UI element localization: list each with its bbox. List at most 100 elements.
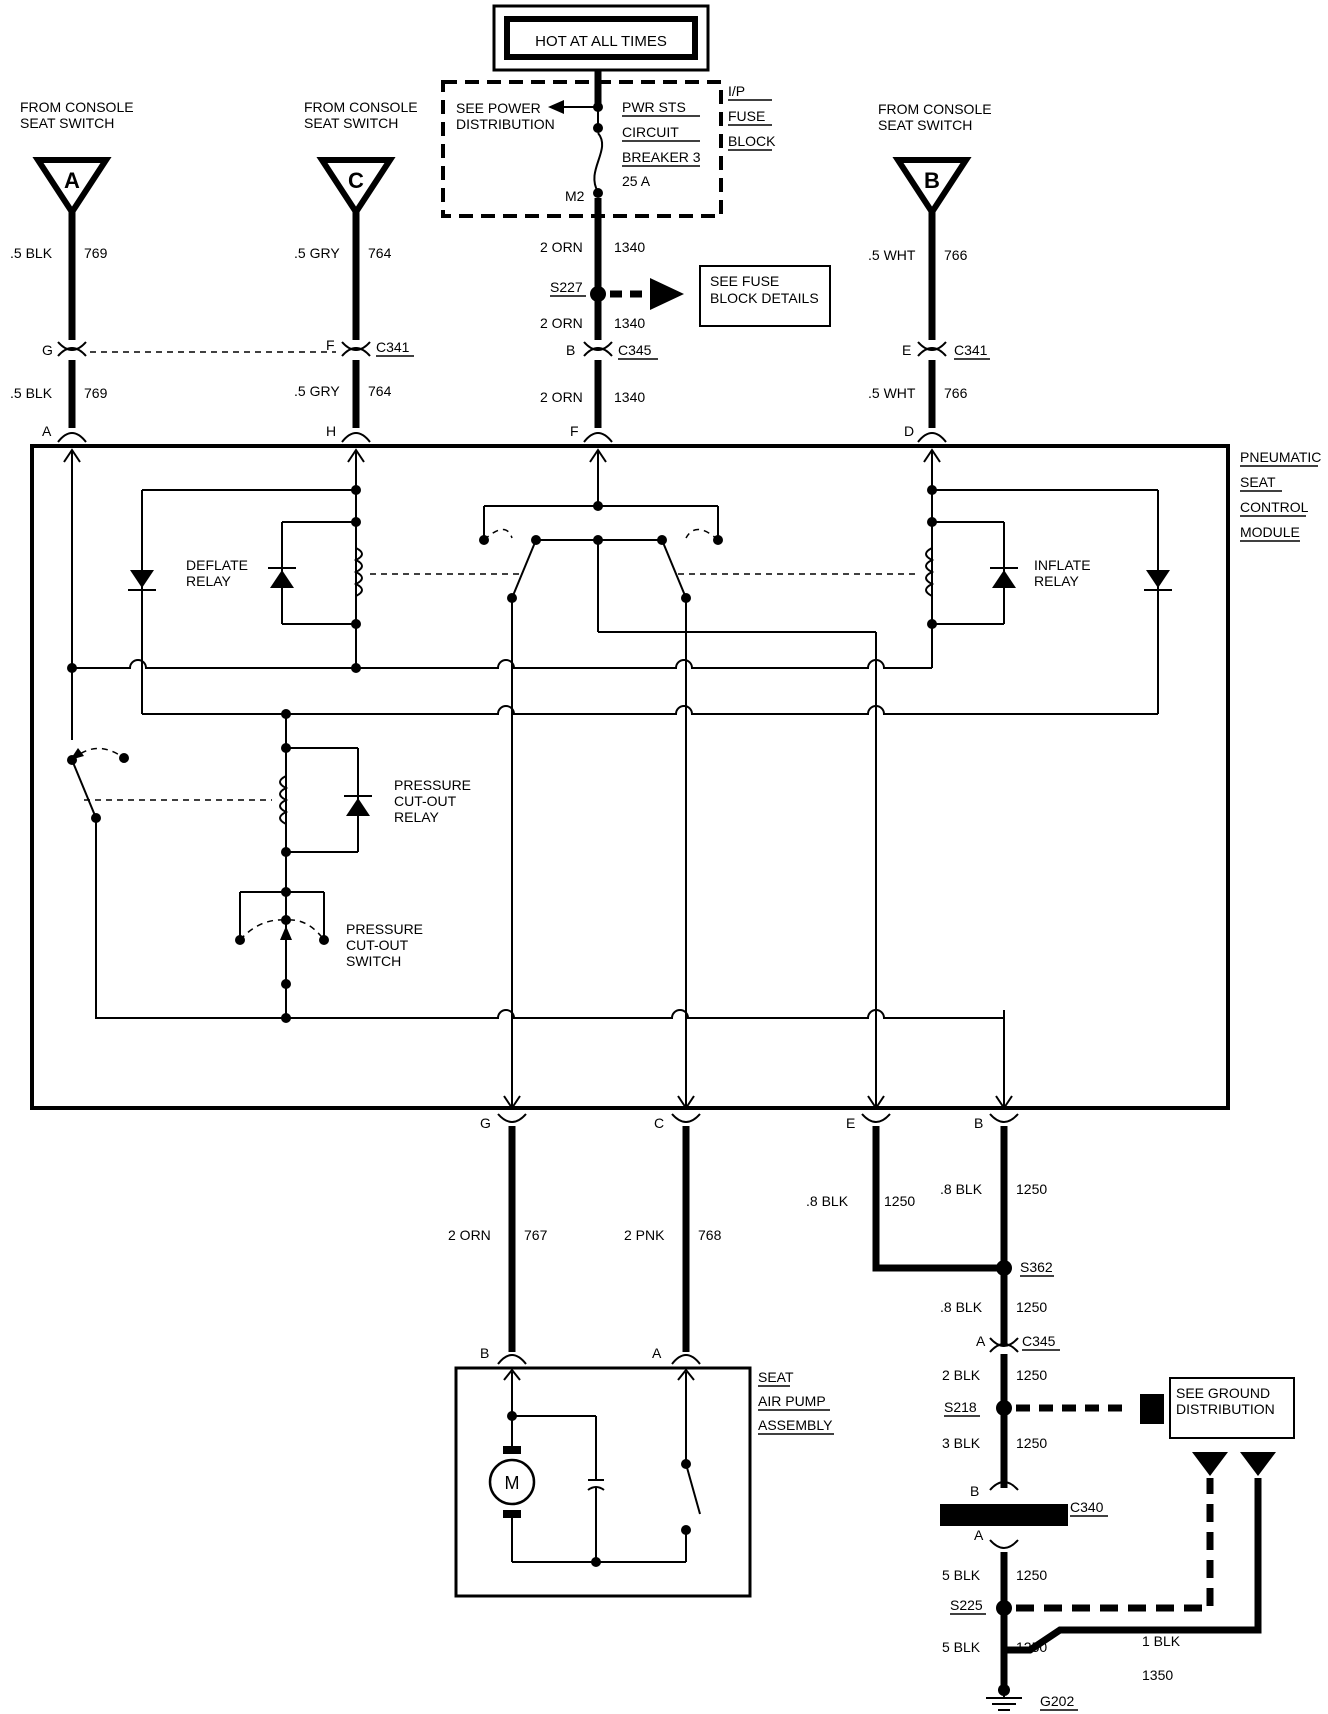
diode-pressure-icon	[344, 795, 372, 816]
input-a-wire-top: .5 BLK	[10, 245, 53, 261]
c340-a: A	[974, 1527, 984, 1543]
pump-name-3: ASSEMBLY	[758, 1417, 833, 1433]
deflate-relay-2: RELAY	[186, 573, 232, 589]
breaker-1: PWR STS	[622, 99, 686, 115]
input-c-conn-name: C341	[376, 339, 410, 355]
input-b-triangle	[892, 157, 972, 218]
feed-wire1: 2 ORN	[540, 239, 583, 255]
see-power-arrow-icon	[548, 100, 564, 114]
breaker-3: BREAKER 3	[622, 149, 701, 165]
module-name-4: MODULE	[1240, 524, 1300, 540]
input-b-wire-top: .5 WHT	[868, 247, 916, 263]
input-b-conn-name: C341	[954, 342, 988, 358]
out-b-pin: B	[974, 1115, 983, 1131]
inflate-relay-coil-icon	[925, 547, 935, 597]
out-e-wire: .8 BLK	[806, 1193, 849, 1209]
g-c345-pin: A	[976, 1333, 986, 1349]
input-a-circuit-top: 769	[84, 245, 108, 261]
input-a-conn-pin: G	[42, 342, 53, 358]
fuse-block-box	[441, 80, 723, 218]
feed-circuit2: 1340	[614, 315, 645, 331]
module-internal-wiring	[71, 450, 1159, 1106]
input-c-from-2: SEAT SWITCH	[304, 115, 398, 131]
input-b-letter: B	[924, 168, 940, 193]
out-e-pin: E	[846, 1115, 855, 1131]
out-g-circuit: 767	[524, 1227, 548, 1243]
input-a-triangle	[32, 157, 112, 218]
input-b-from-2: SEAT SWITCH	[878, 117, 972, 133]
g-c5: 1250	[1016, 1639, 1047, 1655]
c341-pin-g-bot	[57, 347, 87, 357]
input-b-module-pin: D	[904, 423, 914, 439]
input-c-module-pin: H	[326, 423, 336, 439]
splice-s362	[996, 1260, 1012, 1276]
g-w3: 3 BLK	[942, 1435, 981, 1451]
see-ground-arrow-icon	[1140, 1394, 1162, 1424]
g-c1: 1250	[1016, 1299, 1047, 1315]
module-box	[30, 444, 1230, 1110]
fuse-block-1: I/P	[728, 83, 745, 99]
out-b-wire: .8 BLK	[940, 1181, 983, 1197]
see-ground-2: DISTRIBUTION	[1176, 1401, 1275, 1417]
input-c-circuit-bot: 764	[368, 383, 392, 399]
connector-c340	[940, 1504, 1068, 1526]
out-c-pump-pin: A	[652, 1345, 662, 1361]
input-a-from-2: SEAT SWITCH	[20, 115, 114, 131]
pump-box	[454, 1366, 752, 1598]
breaker-2: CIRCUIT	[622, 124, 679, 140]
see-fuse-2: BLOCK DETAILS	[710, 290, 819, 306]
c341-pin-g-top	[57, 341, 87, 351]
s362-label: S362	[1020, 1259, 1053, 1275]
pressure-relay-coil-icon	[279, 775, 289, 825]
deflate-relay-coil-icon	[353, 547, 363, 597]
s225-label: S225	[950, 1597, 983, 1613]
input-c-from-1: FROM CONSOLE	[304, 99, 418, 115]
g202-label: G202	[1040, 1693, 1074, 1709]
out-g-pin: G	[480, 1115, 491, 1131]
input-b-circuit-top: 766	[944, 247, 968, 263]
see-fuse-box	[699, 265, 831, 327]
circuit-breaker-icon	[593, 132, 604, 193]
input-a-from-1: FROM CONSOLE	[20, 99, 134, 115]
g-c345: C345	[1022, 1333, 1056, 1349]
see-fuse-arrow-icon	[650, 278, 684, 310]
out-c-pin: C	[654, 1115, 664, 1131]
pressure-switch-2: CUT-OUT	[346, 937, 409, 953]
m2-label: M2	[565, 188, 585, 204]
out-e-circuit: 1250	[884, 1193, 915, 1209]
input-c-triangle	[316, 157, 396, 218]
g-w5: 5 BLK	[942, 1639, 981, 1655]
feed-wire2: 2 ORN	[540, 315, 583, 331]
input-a-letter: A	[64, 168, 80, 193]
breaker-node-mid	[593, 123, 603, 133]
input-a-wire-bot: .5 BLK	[10, 385, 53, 401]
out-b-circuit: 1250	[1016, 1181, 1047, 1197]
module-name-1: PNEUMATIC	[1240, 449, 1321, 465]
input-c-wire-top: .5 GRY	[294, 245, 340, 261]
s218-label: S218	[944, 1399, 977, 1415]
diode-left-icon	[128, 570, 156, 591]
out-g-pump-pin: B	[480, 1345, 489, 1361]
diode-deflate-icon	[268, 567, 296, 588]
g-c4: 1250	[1016, 1567, 1047, 1583]
wire-1250-e	[872, 1126, 1000, 1272]
input-c-circuit-top: 764	[368, 245, 392, 261]
splice-s227-label: S227	[550, 279, 583, 295]
see-ground-box	[1169, 1377, 1295, 1439]
pressure-switch-3: SWITCH	[346, 953, 401, 969]
pressure-switch-1: PRESSURE	[346, 921, 423, 937]
c340-label: C340	[1070, 1499, 1104, 1515]
out-g-wire: 2 ORN	[448, 1227, 491, 1243]
feed-conn-name: C345	[618, 342, 652, 358]
diode-inflate-icon	[990, 567, 1018, 588]
ground-arrow-1-icon	[1192, 1452, 1228, 1476]
g-c6: 1350	[1142, 1667, 1173, 1683]
input-c-conn-pin: F	[326, 337, 335, 353]
pressure-relay-3: RELAY	[394, 809, 440, 825]
fuse-block-2: FUSE	[728, 108, 765, 124]
feed-circuit3: 1340	[614, 389, 645, 405]
input-a-circuit-bot: 769	[84, 385, 108, 401]
see-power-2: DISTRIBUTION	[456, 116, 555, 132]
feed-circuit1: 1340	[614, 239, 645, 255]
